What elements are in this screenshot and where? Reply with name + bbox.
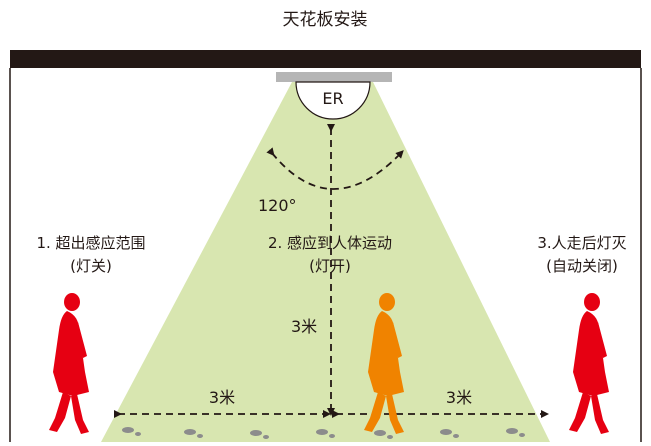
step-2-sub: (灯开) (309, 257, 351, 275)
detection-cone (101, 82, 550, 442)
page-title: 天花板安装 (282, 10, 368, 30)
footprint-icon (122, 427, 141, 436)
walking-woman-icon-center (364, 293, 404, 434)
step-1-sub: (灯关) (70, 257, 112, 275)
height-label: 3米 (291, 317, 318, 336)
angle-label: 120° (258, 196, 297, 215)
angle-arc (266, 147, 404, 190)
footprint-icon (506, 428, 525, 437)
walking-woman-icon-right (569, 293, 609, 434)
sensor-dome-icon (295, 81, 371, 120)
sensor-label: ER (322, 89, 344, 108)
footprint-trail (122, 427, 525, 439)
footprint-icon (440, 429, 459, 438)
sensor-mount (276, 72, 392, 82)
step-3-label: 3.人走后灯灭 (537, 234, 627, 252)
ceiling-bar (10, 50, 641, 68)
left-range-label: 3米 (208, 388, 236, 407)
walking-woman-icon-left (49, 293, 89, 434)
footprint-icon (250, 430, 269, 439)
footprint-icon (374, 430, 393, 439)
footprint-icon (184, 429, 203, 438)
footprint-icon (316, 429, 335, 438)
step-2-label: 2. 感应到人体运动 (267, 234, 393, 252)
step-1-label: 1. 超出感应范围 (36, 234, 146, 252)
right-range-label: 3米 (445, 388, 473, 407)
step-3-sub: (自动关闭) (546, 257, 618, 275)
